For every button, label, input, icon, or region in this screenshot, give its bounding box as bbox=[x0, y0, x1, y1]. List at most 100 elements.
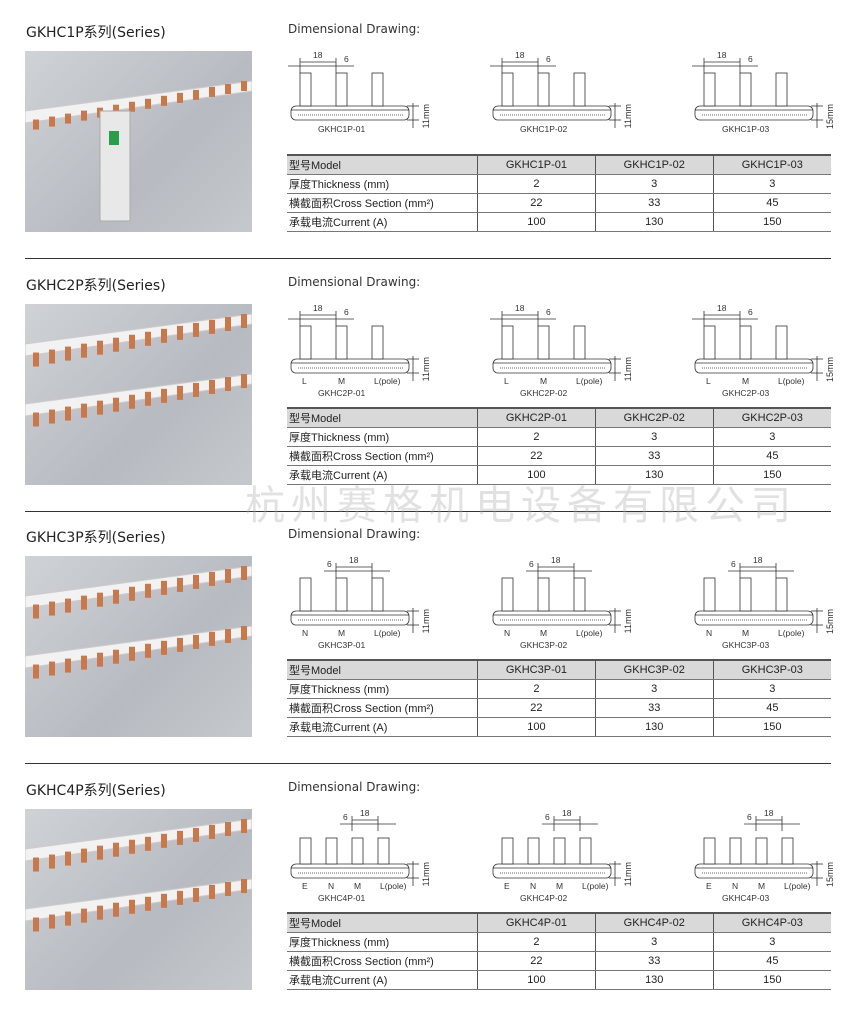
dimension-width: 6 bbox=[344, 54, 349, 64]
cell-model: GKHC4P-03 bbox=[712, 912, 831, 933]
dimension-pitch: 18 bbox=[562, 808, 572, 818]
pole-label: L bbox=[302, 376, 307, 386]
section-divider bbox=[25, 763, 831, 764]
dimension-width: 6 bbox=[343, 812, 348, 822]
dimension-pitch: 18 bbox=[551, 555, 561, 565]
drawing-caption: GKHC1P-01 bbox=[318, 124, 366, 134]
cell-thickness: 3 bbox=[712, 679, 831, 699]
cell-thickness: 3 bbox=[712, 174, 831, 194]
cell-current: 150 bbox=[712, 465, 831, 485]
row-label: 型号Model bbox=[287, 154, 478, 175]
cell-current: 100 bbox=[477, 717, 596, 737]
row-label: 横截面积Cross Section (mm²) bbox=[287, 951, 478, 971]
dimension-width: 6 bbox=[344, 307, 349, 317]
cell-model: GKHC3P-01 bbox=[477, 659, 596, 680]
dimension-height: 11mm bbox=[421, 609, 431, 634]
pole-label: L bbox=[504, 376, 509, 386]
pole-label: E bbox=[706, 881, 712, 891]
dimension-height: 15mm bbox=[825, 104, 835, 130]
dimension-width: 6 bbox=[748, 54, 753, 64]
pole-label: M bbox=[556, 881, 564, 891]
cell-current: 130 bbox=[594, 717, 714, 737]
cell-cross-section: 33 bbox=[594, 193, 714, 213]
dimension-pitch: 18 bbox=[515, 303, 525, 313]
product-photo bbox=[25, 809, 252, 990]
cell-model: GKHC2P-03 bbox=[712, 407, 831, 428]
dimensional-drawing-label: Dimensional Drawing: bbox=[288, 275, 421, 289]
row-label: 承载电流Current (A) bbox=[287, 212, 478, 232]
cell-cross-section: 45 bbox=[712, 698, 831, 718]
product-photo bbox=[25, 304, 252, 485]
row-label: 承载电流Current (A) bbox=[287, 465, 478, 485]
row-label: 承载电流Current (A) bbox=[287, 970, 478, 990]
cell-model: GKHC1P-02 bbox=[594, 154, 714, 175]
drawing-caption: GKHC3P-01 bbox=[318, 640, 366, 650]
drawing-caption: GKHC2P-02 bbox=[520, 388, 568, 398]
cell-model: GKHC3P-03 bbox=[712, 659, 831, 680]
pole-label: M bbox=[540, 628, 548, 638]
cell-current: 150 bbox=[712, 970, 831, 990]
series-title: GKHC2P系列(Series) bbox=[26, 278, 166, 294]
row-label: 横截面积Cross Section (mm²) bbox=[287, 698, 478, 718]
pole-label: N bbox=[328, 881, 335, 891]
drawing-caption: GKHC4P-01 bbox=[318, 893, 366, 903]
pole-label: M bbox=[338, 628, 346, 638]
cell-current: 100 bbox=[477, 212, 596, 232]
cell-thickness: 2 bbox=[477, 932, 596, 952]
dimension-pitch: 18 bbox=[717, 50, 727, 60]
cell-current: 100 bbox=[477, 465, 596, 485]
row-label: 承载电流Current (A) bbox=[287, 717, 478, 737]
cell-cross-section: 33 bbox=[594, 698, 714, 718]
dimension-height: 15mm bbox=[825, 609, 835, 635]
pole-label: N bbox=[504, 628, 511, 638]
pole-label: M bbox=[742, 376, 750, 386]
cell-model: GKHC4P-02 bbox=[594, 912, 714, 933]
pole-label: L bbox=[706, 376, 711, 386]
dimension-pitch: 18 bbox=[515, 50, 525, 60]
drawing-caption: GKHC3P-03 bbox=[722, 640, 770, 650]
pole-label: L(pole) bbox=[374, 628, 401, 638]
row-label: 厚度Thickness (mm) bbox=[287, 679, 478, 699]
cell-current: 130 bbox=[594, 970, 714, 990]
dimensional-drawing-label: Dimensional Drawing: bbox=[288, 22, 421, 36]
pole-label: L(pole) bbox=[778, 628, 805, 638]
dimensional-drawing-label: Dimensional Drawing: bbox=[288, 780, 421, 794]
pole-label: M bbox=[742, 628, 750, 638]
pole-label: N bbox=[732, 881, 739, 891]
cell-model: GKHC1P-01 bbox=[477, 154, 596, 175]
pole-label: L(pole) bbox=[784, 881, 811, 891]
cell-current: 130 bbox=[594, 212, 714, 232]
pole-label: N bbox=[706, 628, 713, 638]
product-photo bbox=[25, 556, 252, 737]
cell-current: 130 bbox=[594, 465, 714, 485]
dimension-height: 11mm bbox=[421, 104, 431, 129]
cell-thickness: 3 bbox=[712, 932, 831, 952]
dimension-pitch: 18 bbox=[360, 808, 370, 818]
cell-model: GKHC1P-03 bbox=[712, 154, 831, 175]
cell-model: GKHC2P-02 bbox=[594, 407, 714, 428]
dimension-height: 11mm bbox=[623, 609, 633, 634]
cell-thickness: 2 bbox=[477, 174, 596, 194]
pole-label: M bbox=[354, 881, 362, 891]
row-label: 横截面积Cross Section (mm²) bbox=[287, 446, 478, 466]
section-divider bbox=[25, 511, 831, 512]
row-label: 型号Model bbox=[287, 407, 478, 428]
cell-cross-section: 22 bbox=[477, 193, 596, 213]
